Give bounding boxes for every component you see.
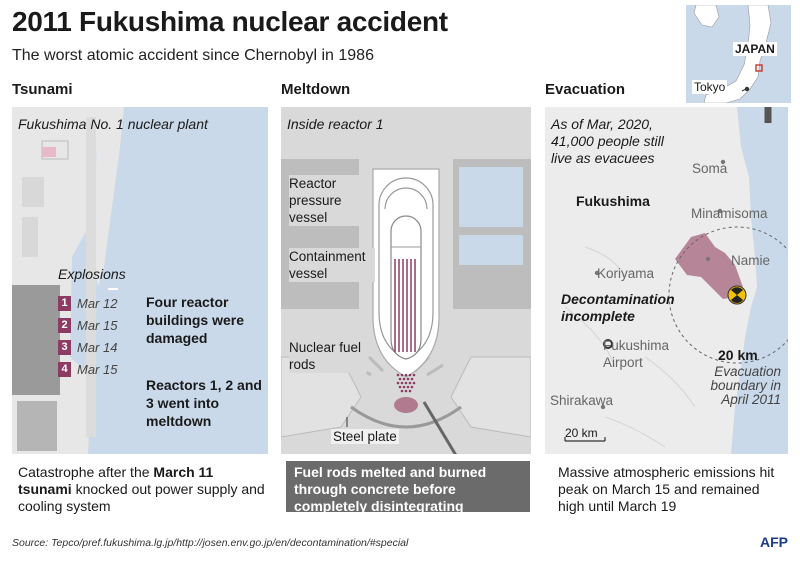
meltdown-note: Reactors 1, 2 and 3 went into meltdown	[146, 377, 262, 429]
page-title: 2011 Fukushima nuclear accident	[12, 6, 448, 37]
meltdown-heading: Meltdown	[281, 81, 351, 98]
place-shirakawa: Shirakawa	[550, 393, 614, 408]
source-note: Source: Tepco/pref.fukushima.lg.jp/http:…	[12, 537, 409, 549]
explosion-item: 1 Mar 12	[58, 293, 117, 314]
evacuation-heading: Evacuation	[545, 81, 626, 98]
reactor-number-badge: 4	[58, 362, 71, 377]
place-namie: Namie	[731, 253, 771, 268]
plant-title: Fukushima No. 1 nuclear plant	[18, 116, 208, 132]
radius-label: 20 km	[718, 347, 758, 363]
evacuation-map	[545, 107, 788, 454]
plant-map	[12, 107, 124, 454]
explosion-item: 4 Mar 15	[58, 359, 117, 380]
explosion-item: 3 Mar 14	[58, 337, 117, 358]
place-fukushima: Fukushima	[576, 193, 650, 209]
buildings-damaged-note: Four reactor buildings were damaged	[146, 294, 245, 346]
reactor-title: Inside reactor 1	[287, 116, 384, 132]
place-soma: Soma	[692, 161, 728, 176]
caption-event: tsunami	[18, 481, 72, 497]
place-minamisoma: Minamisoma	[691, 206, 768, 221]
evacuation-boundary-label: Evacuation boundary in April 2011	[710, 364, 781, 407]
reactor-number-badge: 3	[58, 340, 71, 355]
explosion-item: 2 Mar 15	[58, 315, 117, 336]
place-airport: Fukushima Airport	[603, 338, 670, 370]
steel-plate-label: Steel plate	[331, 429, 399, 444]
afp-logo: AFP	[760, 534, 788, 550]
evacuees-note: As of Mar, 2020, 41,000 people still liv…	[551, 116, 664, 166]
explosion-date: Mar 12	[77, 296, 118, 311]
reactor-number-badge: 2	[58, 318, 71, 333]
scale-label: 20 km	[565, 426, 598, 440]
explosion-date: Mar 15	[77, 362, 118, 377]
explosion-list: 1 Mar 12 2 Mar 15 3 Mar 14 4 Mar 15	[58, 293, 117, 381]
locator-country-label: JAPAN	[733, 42, 777, 56]
fuel-rods-label: Nuclear fuel rods	[289, 339, 367, 373]
reactor-number-badge: 1	[58, 296, 71, 311]
explosions-title: Explosions	[58, 266, 126, 282]
tsunami-panel: Fukushima No. 1 nuclear plant Explosions…	[12, 107, 268, 454]
caption-date: March 11	[153, 464, 214, 480]
meltdown-panel: Inside reactor 1 Reactor pressure vessel…	[281, 107, 531, 454]
tsunami-heading: Tsunami	[12, 81, 73, 98]
tsunami-caption: Catastrophe after the March 11 tsunami kn…	[18, 464, 266, 515]
caption-text: knocked out power supply and cooling sys…	[18, 481, 265, 514]
caption-text: Catastrophe after the	[18, 464, 154, 480]
pressure-vessel-label: Reactor pressure vessel	[289, 175, 367, 226]
locator-city-label: Tokyo	[692, 80, 728, 94]
evacuation-caption: Massive atmospheric emissions hit peak o…	[558, 464, 775, 514]
evacuation-panel: As of Mar, 2020, 41,000 people still liv…	[545, 107, 788, 454]
containment-vessel-label: Containment vessel	[289, 248, 375, 282]
meltdown-caption: Fuel rods melted and burned through conc…	[286, 461, 530, 514]
decontamination-label: Decontamination incomplete	[561, 291, 675, 324]
explosion-date: Mar 15	[77, 318, 118, 333]
explosion-date: Mar 14	[77, 340, 118, 355]
page-subtitle: The worst atomic accident since Chernoby…	[12, 47, 374, 64]
place-koriyama: Koriyama	[597, 266, 655, 281]
